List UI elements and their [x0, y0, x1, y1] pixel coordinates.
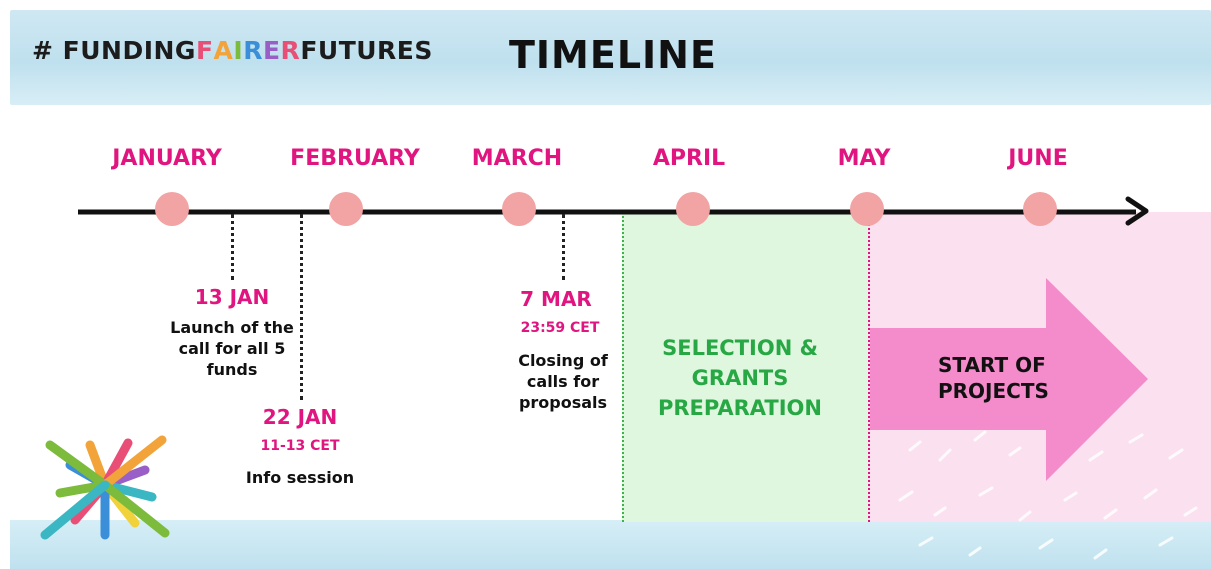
- month-label-may: MAY: [837, 146, 891, 171]
- selection-phase-label: SELECTION & GRANTS PREPARATION: [625, 333, 855, 423]
- start-projects-arrow-icon: [870, 278, 1148, 481]
- selection-phase-area: [622, 212, 869, 522]
- month-node-february: [329, 192, 363, 226]
- hashtag-part: A: [213, 36, 234, 65]
- month-node-june: [1023, 192, 1057, 226]
- phase-label-line: GRANTS: [691, 366, 789, 390]
- event-date-13-jan: 13 JAN: [194, 285, 270, 309]
- month-node-march: [502, 192, 536, 226]
- event-description-22-jan: Info session: [230, 467, 370, 488]
- event-description-7-mar: Closing of calls for proposals: [508, 350, 618, 413]
- phase-label-line: START OF: [938, 353, 1046, 377]
- event-date-22-jan: 22 JAN: [262, 405, 338, 429]
- event-date-7-mar: 7 MAR: [520, 287, 592, 311]
- month-label-january: JANUARY: [112, 146, 222, 171]
- event-connector-22-jan: [300, 214, 303, 400]
- event-description-line: funds: [206, 360, 258, 379]
- phase-label-line: SELECTION &: [662, 336, 818, 360]
- event-description-line: call for all 5: [178, 339, 286, 358]
- month-label-april: APRIL: [652, 146, 726, 171]
- watercolor-splash-icon: [40, 435, 170, 540]
- event-description-line: Info session: [245, 468, 355, 487]
- month-label-february: FEBRUARY: [290, 146, 420, 171]
- hashtag-part: I: [233, 36, 244, 65]
- event-description-line: proposals: [518, 393, 608, 412]
- month-node-may: [850, 192, 884, 226]
- hashtag-part: E: [262, 36, 281, 65]
- footer-watercolor-band: [10, 520, 1211, 569]
- event-time-22-jan: 11-13 CET: [260, 438, 340, 454]
- event-connector-7-mar: [562, 214, 565, 280]
- event-description-line: calls for: [526, 372, 600, 391]
- event-connector-13-jan: [231, 214, 234, 280]
- month-node-april: [676, 192, 710, 226]
- event-description-13-jan: Launch of the call for all 5 funds: [162, 317, 302, 380]
- month-label-june: JUNE: [1008, 146, 1068, 171]
- month-label-march: MARCH: [471, 146, 563, 171]
- month-node-january: [155, 192, 189, 226]
- hashtag-part: R: [243, 36, 263, 65]
- start-phase-label: START OF PROJECTS: [938, 352, 1049, 404]
- hashtag-part: # FUNDING: [32, 36, 196, 65]
- page-title: TIMELINE: [509, 33, 717, 77]
- phase-label-line: PROJECTS: [938, 379, 1049, 403]
- campaign-hashtag: # FUNDINGFAIRERFUTURES: [32, 36, 433, 65]
- phase-label-line: PREPARATION: [658, 396, 822, 420]
- header-watercolor-band: [10, 10, 1211, 105]
- hashtag-part: R: [280, 36, 301, 65]
- timeline-axis: [78, 209, 1136, 215]
- axis-arrowhead-icon: [1125, 196, 1149, 226]
- hashtag-part: FUTURES: [300, 36, 433, 65]
- event-time-7-mar: 23:59 CET: [520, 320, 600, 336]
- event-description-line: Closing of: [518, 351, 608, 370]
- event-description-line: Launch of the: [170, 318, 294, 337]
- hashtag-part: F: [195, 36, 214, 65]
